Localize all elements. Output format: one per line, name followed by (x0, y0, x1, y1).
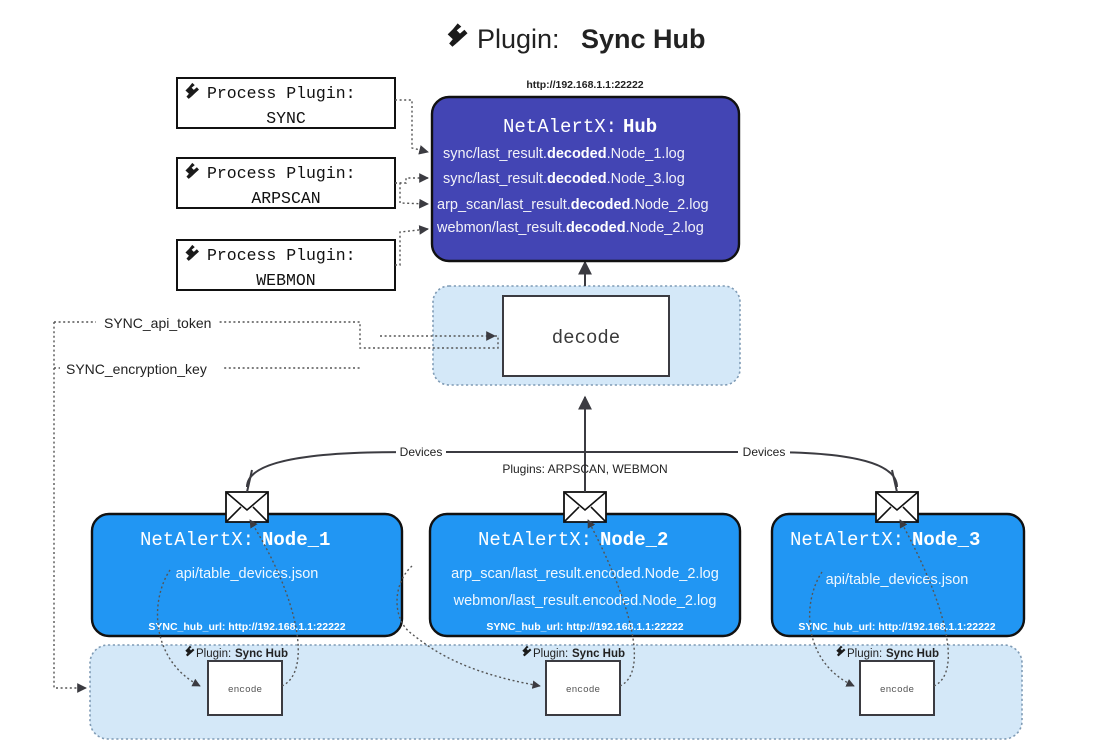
encoder-plugin-prefix: Plugin: (847, 648, 882, 660)
encode-box (859, 660, 935, 716)
label-bg-api-token (96, 314, 218, 331)
node-1[interactable]: NetAlertX: Node_1 api/table_devices.json… (90, 512, 404, 638)
hub-url-label: http://192.168.1.1:22222 (526, 79, 643, 91)
edge-label-devices-right: Devices (743, 445, 786, 459)
node-line-1: api/table_devices.json (826, 572, 969, 588)
encode-label: encode (228, 684, 263, 695)
node-title-name: Node_3 (912, 529, 980, 551)
node-2[interactable]: NetAlertX: Node_2 arp_scan/last_result.e… (428, 512, 742, 638)
encoder-plugin-prefix: Plugin: (533, 648, 568, 660)
node-title-name: Node_2 (600, 529, 668, 551)
node-hub-url: SYNC_hub_url: http://192.168.1.1:22222 (798, 621, 995, 633)
envelope3-tail (891, 469, 898, 493)
node-line-1: arp_scan/last_result.encoded.Node_2.log (451, 566, 719, 582)
encode-box (207, 660, 283, 716)
edge-encode1-to-envelope (249, 519, 299, 687)
encode-label: encode (880, 684, 915, 695)
process-plugin-name: WEBMON (256, 271, 315, 290)
process-plugin-label: Process Plugin: (207, 84, 356, 103)
node-title-prefix: NetAlertX: (478, 529, 592, 551)
encoder-plugin-name: Sync Hub (886, 648, 939, 660)
process-plugin-box (176, 239, 396, 291)
edge-label-plugins-middle: Plugins: ARPSCAN, WEBMON (502, 462, 667, 476)
envelope1-tail (246, 469, 253, 493)
decode-process[interactable]: decode (502, 295, 670, 377)
edge-encode3-to-envelope (899, 519, 949, 687)
edge-webmon-to-hub-line4 (395, 225, 429, 266)
encoder-plugin-prefix: Plugin: (196, 648, 231, 660)
process-plugin-name: ARPSCAN (251, 189, 320, 208)
process-plugin-box (176, 157, 396, 209)
node-3[interactable]: NetAlertX: Node_3 api/table_devices.json… (770, 512, 1026, 638)
page-title-name: Sync Hub (581, 24, 706, 54)
envelope-icon-node-1 (225, 491, 269, 523)
encode-box (545, 660, 621, 716)
decode-box (502, 295, 670, 377)
page-title-prefix: Plugin: (477, 24, 560, 54)
process-plugin-label: Process Plugin: (207, 164, 356, 183)
edge-node1-payload-to-encode (156, 569, 201, 687)
decode-label: decode (552, 327, 620, 349)
node-title-prefix: NetAlertX: (140, 529, 254, 551)
node-hub-url: SYNC_hub_url: http://192.168.1.1:22222 (148, 621, 345, 633)
label-bg-devices-left (396, 444, 446, 460)
edge-arpscan-to-hub-line3 (395, 182, 429, 209)
encoder-2[interactable]: Plugin: Sync Hub encode (522, 645, 625, 716)
label-sync-api-token: SYNC_api_token (104, 315, 211, 331)
process-plugin-box (176, 77, 396, 129)
envelope-icon-node-3 (875, 491, 919, 523)
label-bg-encryption-key (60, 360, 222, 377)
node-title-prefix: NetAlertX: (790, 529, 904, 551)
hub-title-prefix: NetAlertX: (503, 116, 617, 138)
hub-log-line-3: arp_scan/last_result.decoded.Node_2.log (437, 197, 709, 213)
hub-box (430, 95, 741, 263)
edge-sync-to-hub-line1 (395, 99, 429, 155)
hub-node[interactable]: NetAlertX: Hub sync/last_result.decoded.… (430, 95, 741, 263)
process-plugin-name: SYNC (266, 109, 306, 128)
process-plugin-webmon[interactable]: Process Plugin: WEBMON (176, 239, 396, 291)
hub-log-line-4: webmon/last_result.decoded.Node_2.log (436, 220, 704, 236)
encoder-plugin-name: Sync Hub (235, 648, 288, 660)
node-title-name: Node_1 (262, 529, 330, 551)
encoder-1[interactable]: Plugin: Sync Hub encode (185, 645, 288, 716)
edge-node3-payload-to-encode (808, 571, 855, 687)
node-line-1: api/table_devices.json (176, 566, 319, 582)
encoder-3[interactable]: Plugin: Sync Hub encode (836, 645, 939, 716)
label-sync-encryption-key: SYNC_encryption_key (66, 361, 207, 377)
encode-label: encode (566, 684, 601, 695)
process-plugin-sync[interactable]: Process Plugin: SYNC (176, 77, 396, 129)
edge-label-devices-left: Devices (400, 445, 443, 459)
envelope-icon-node-2 (563, 491, 607, 523)
path-sync-api-token (54, 321, 499, 349)
node-line-2: webmon/last_result.encoded.Node_2.log (453, 593, 717, 609)
plug-icon (447, 23, 468, 47)
node-hub-url: SYNC_hub_url: http://192.168.1.1:22222 (486, 621, 683, 633)
path-sync-encryption-key-to-encode-zone (53, 322, 87, 693)
encoder-plugin-name: Sync Hub (572, 648, 625, 660)
page-title: Plugin: Sync Hub (447, 23, 706, 54)
label-bg-devices-right (738, 444, 790, 460)
hub-log-line-1: sync/last_result.decoded.Node_1.log (443, 146, 685, 162)
edge-encode2-to-envelope (587, 519, 636, 687)
hub-title-name: Hub (623, 116, 657, 138)
hub-log-line-2: sync/last_result.decoded.Node_3.log (443, 171, 685, 187)
edge-arpscan-to-hub-line2 (395, 173, 429, 184)
process-plugin-arpscan[interactable]: Process Plugin: ARPSCAN (176, 157, 396, 209)
process-plugin-label: Process Plugin: (207, 246, 356, 265)
